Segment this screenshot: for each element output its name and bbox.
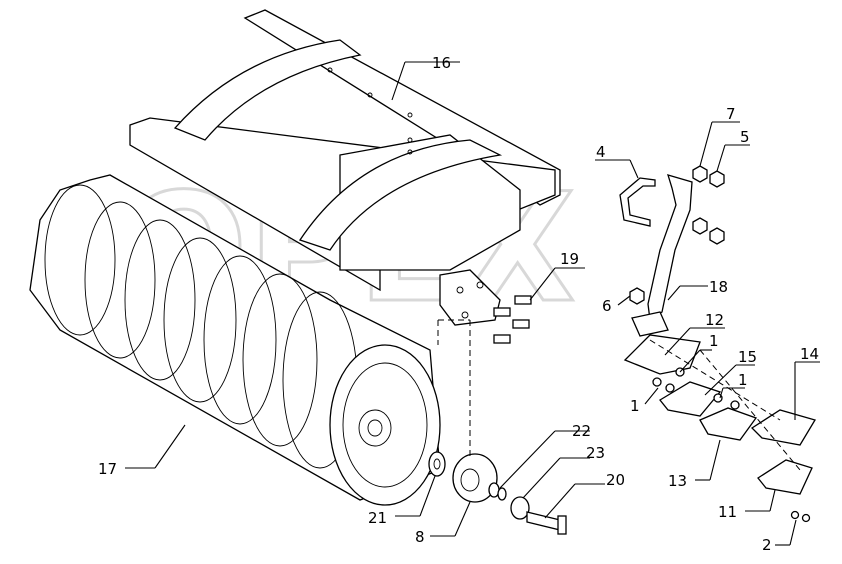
nuts-part-7-5	[692, 165, 725, 245]
plate-part-14	[750, 409, 816, 446]
washer-part-21	[428, 451, 446, 477]
callout-16: 16	[432, 54, 451, 72]
bolts-part-2	[790, 510, 811, 523]
callout-8: 8	[415, 528, 425, 546]
spacer-part-22	[488, 482, 507, 501]
callout-1-right: 1	[738, 371, 748, 389]
callout-21: 21	[368, 509, 387, 527]
bolts-part-19	[493, 295, 532, 344]
callout-13: 13	[668, 472, 687, 490]
callout-5: 5	[740, 128, 750, 146]
tube-part-4	[619, 177, 656, 227]
callout-7: 7	[726, 105, 736, 123]
callout-22: 22	[572, 422, 591, 440]
callout-11: 11	[718, 503, 737, 521]
oring-part-23	[510, 496, 530, 520]
plate-part-11	[757, 459, 813, 495]
callout-18: 18	[709, 278, 728, 296]
roller-part-17	[29, 174, 441, 506]
plate-part-13	[699, 407, 758, 441]
plate-part-12	[623, 334, 701, 375]
frame-part-16	[129, 9, 561, 326]
callout-2: 2	[762, 536, 772, 554]
callout-1-left: 1	[630, 397, 640, 415]
bolt-part-20	[526, 511, 567, 535]
callout-20: 20	[606, 471, 625, 489]
callout-15: 15	[738, 348, 757, 366]
callout-23: 23	[586, 444, 605, 462]
callout-17: 17	[98, 460, 117, 478]
callout-6: 6	[602, 297, 612, 315]
callout-19: 19	[560, 250, 579, 268]
arm-part-18	[631, 174, 693, 337]
plate-part-15	[659, 381, 722, 417]
callout-14: 14	[800, 345, 819, 363]
callout-1-top: 1	[709, 332, 719, 350]
callout-12: 12	[705, 311, 724, 329]
callout-4: 4	[596, 143, 606, 161]
bearing-part-8	[452, 453, 498, 503]
nut-part-6	[629, 287, 645, 305]
leader-lines	[125, 61, 820, 546]
